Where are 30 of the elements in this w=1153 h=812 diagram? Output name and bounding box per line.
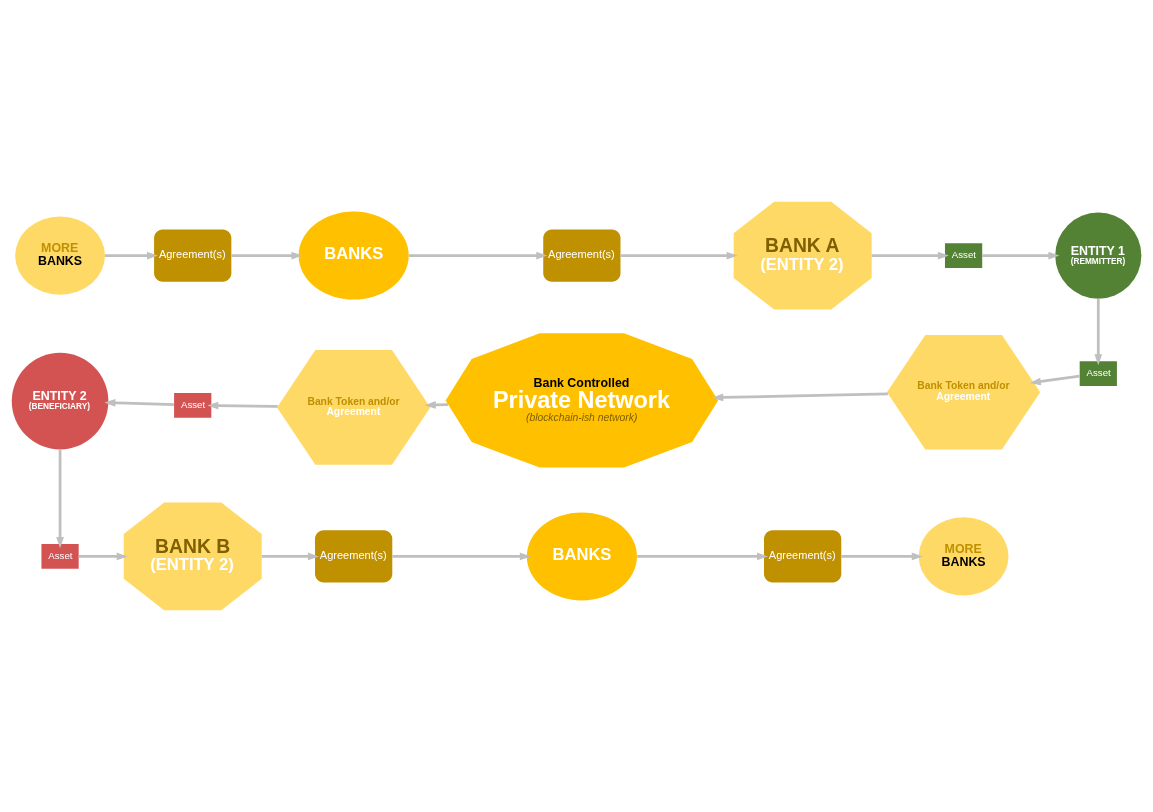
arrow	[424, 401, 448, 409]
arrow	[104, 399, 174, 407]
arrow	[408, 251, 548, 260]
arrow	[56, 449, 64, 549]
arrow	[261, 552, 320, 561]
arrow	[78, 552, 128, 561]
node-box: Agreement(s)	[764, 530, 842, 583]
node-box: Agreement(s)	[154, 229, 232, 282]
arrow	[871, 251, 949, 260]
arrow	[105, 251, 159, 260]
arrow	[620, 251, 738, 260]
arrow	[207, 401, 278, 410]
arrow	[392, 552, 531, 561]
node-box: Asset	[41, 543, 79, 569]
node-ellipse: MORE BANKS	[918, 517, 1009, 596]
arrow	[637, 552, 769, 561]
node-box: Asset	[1079, 361, 1117, 386]
node-box: Agreement(s)	[315, 530, 393, 583]
node-box: Asset	[944, 243, 983, 269]
node-ellipse: MORE BANKS	[15, 216, 105, 295]
arrow	[231, 251, 303, 260]
node-box: Asset	[174, 392, 212, 418]
arrow	[841, 552, 923, 561]
arrow	[712, 392, 888, 402]
node-ellipse: BANKS	[298, 211, 409, 300]
node-ellipse: BANKS	[526, 512, 637, 601]
arrow	[1094, 298, 1103, 366]
arrow	[1029, 374, 1080, 386]
arrow	[982, 251, 1060, 260]
node-box: Agreement(s)	[543, 229, 621, 282]
